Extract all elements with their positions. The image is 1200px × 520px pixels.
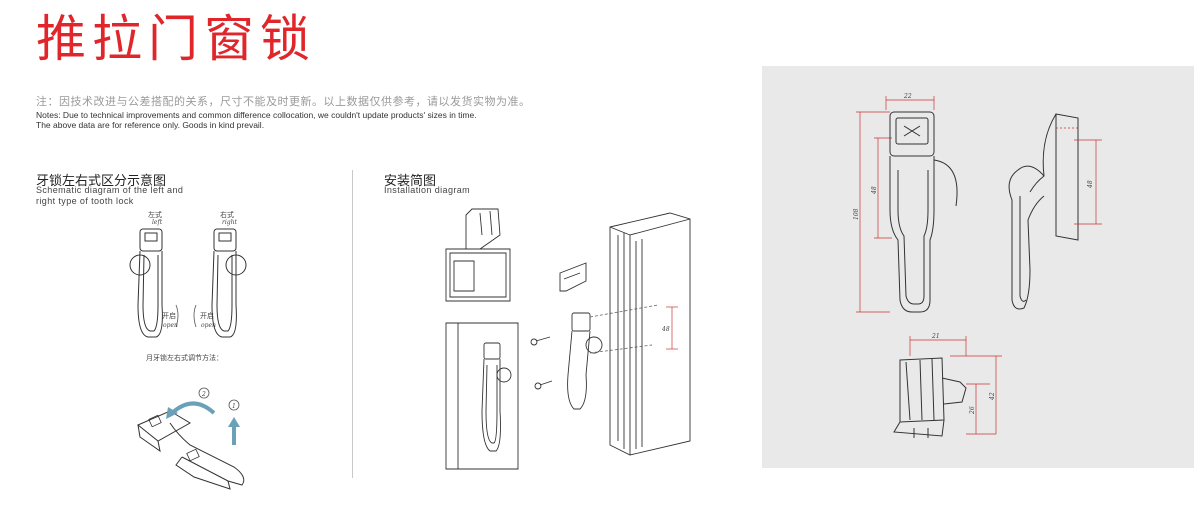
right-type-label: 右式 <box>220 210 234 219</box>
front-dim-48: 48 <box>871 186 878 195</box>
left-lock-icon <box>129 228 163 338</box>
note-chinese: 注：因技术改进与公差搭配的关系，尺寸不能及时更新。以上数据仅供参考，请以发货实物… <box>36 95 531 108</box>
technical-drawing-panel <box>762 66 1194 468</box>
left-open-arrow-icon <box>175 304 179 328</box>
left-open-label-en: open <box>163 322 178 329</box>
left-section-title: 牙锁左右式区分示意图 <box>36 174 167 189</box>
section-divider <box>352 170 353 478</box>
left-section-subtitle-line-2: right type of tooth lock <box>36 196 134 206</box>
right-open-arrow-icon <box>193 304 197 328</box>
left-open-label: 开启 <box>162 311 176 320</box>
left-type-label-en: left <box>152 219 163 226</box>
note-english: Notes: Due to technical improvements and… <box>36 110 477 130</box>
middle-section-subtitle: Installation diagram <box>384 185 471 195</box>
installation-diagram: 48 <box>445 208 691 470</box>
page-title: 推拉门窗锁 <box>36 10 316 68</box>
left-type-label: 左式 <box>148 210 162 219</box>
bottom-dim-26: 26 <box>969 406 976 415</box>
adjust-method-caption: 月牙锁左右式调节方法： <box>146 353 223 362</box>
adjust-method-diagram: 2 1 <box>137 387 245 490</box>
left-right-lock-diagram: 左式 left 右式 right 开启 open 开启 open 月牙锁左右式调… <box>129 210 247 362</box>
step-1-label: 1 <box>232 403 236 410</box>
front-dim-108: 108 <box>853 208 860 220</box>
bottom-view-drawing: 21 26 42 <box>893 333 1002 438</box>
right-open-label: 开启 <box>200 311 214 320</box>
right-type-label-en: right <box>222 219 237 226</box>
right-open-label-en: open <box>201 322 216 329</box>
side-dim-48: 48 <box>1087 180 1094 189</box>
note-english-line-2: The above data are for reference only. G… <box>36 120 265 130</box>
note-english-line-1: Notes: Due to technical improvements and… <box>36 110 477 120</box>
install-dim-48: 48 <box>661 326 670 333</box>
step-2-label: 2 <box>201 391 206 398</box>
right-lock-icon <box>211 228 247 338</box>
left-section-subtitle: Schematic diagram of the left and right … <box>36 185 183 207</box>
side-view-drawing: 48 <box>1008 113 1102 310</box>
front-view-drawing: 22 108 48 <box>853 93 958 313</box>
bottom-dim-42: 42 <box>989 392 996 401</box>
middle-section-title: 安装简图 <box>384 174 437 189</box>
bottom-dim-21: 21 <box>931 333 940 340</box>
left-section-subtitle-line-1: Schematic diagram of the left and <box>36 185 184 195</box>
front-dim-width: 22 <box>903 93 912 100</box>
